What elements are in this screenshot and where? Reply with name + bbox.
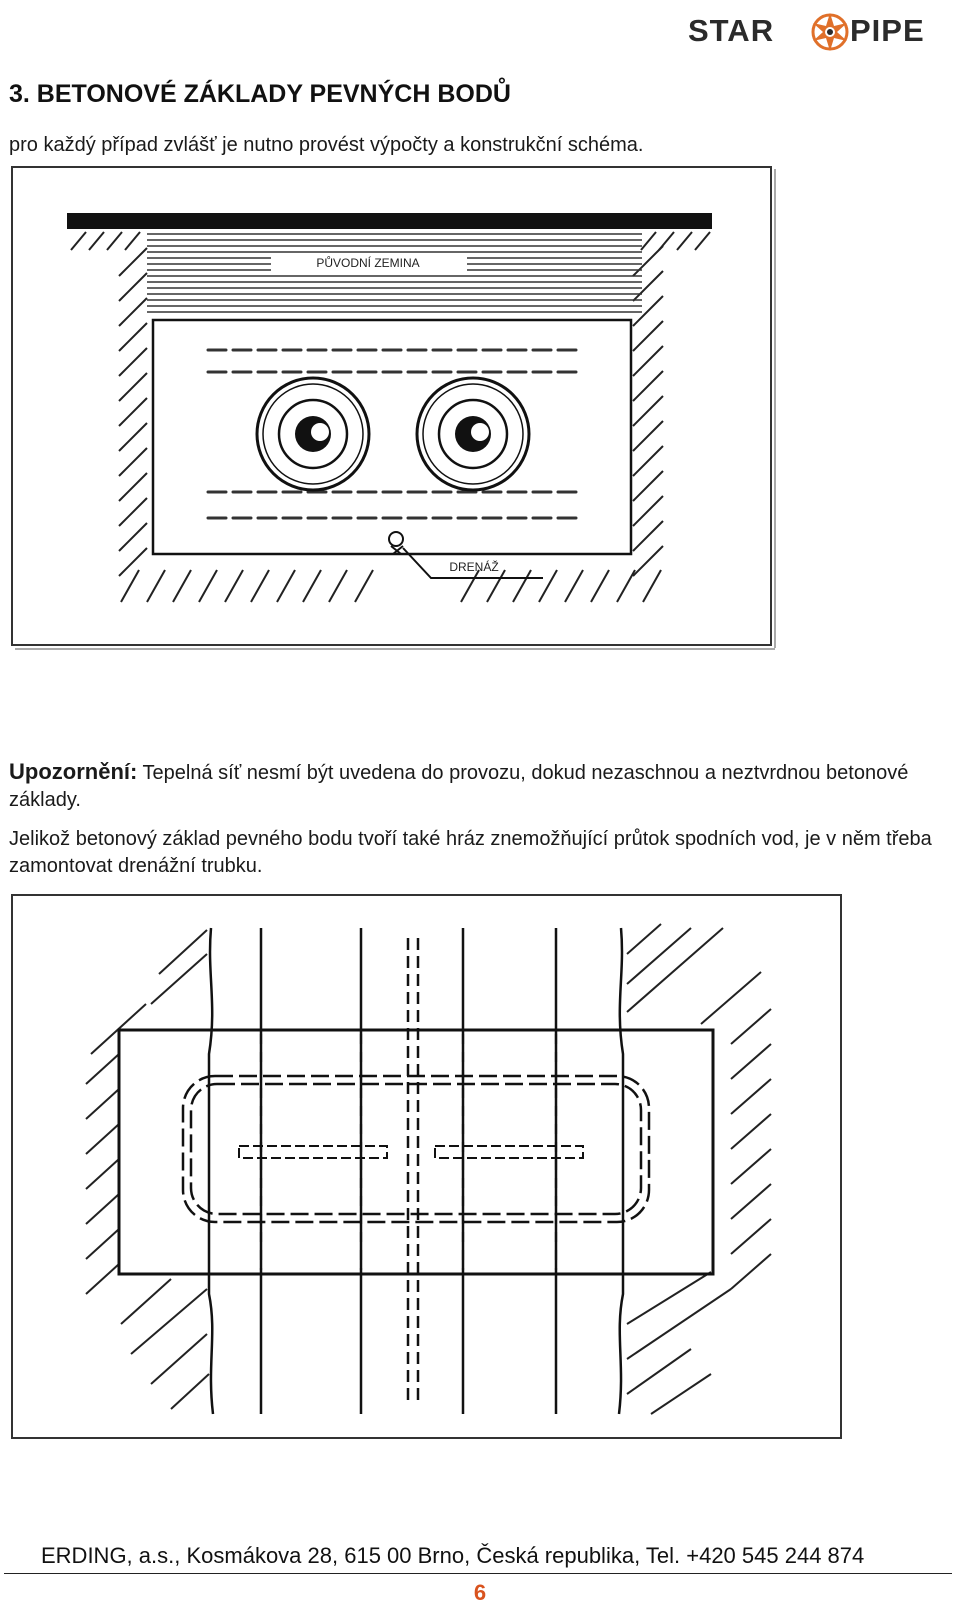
foundation-cross-section-figure: PŮVODNÍ ZEMINA DRENÁŽ (11, 166, 776, 650)
intro-text: pro každý případ zvlášť je nutno provést… (9, 134, 644, 156)
drainage-paragraph: Jelikož betonový základ pevného bodu tvo… (9, 828, 932, 877)
starpipe-logo: STAR PIPE (688, 8, 946, 54)
warning-label: Upozornění: (9, 759, 138, 784)
pipe-left (255, 376, 371, 492)
logo-text-right: PIPE (850, 13, 925, 48)
warning-paragraph: Upozornění: Tepelná síť nesmí být uveden… (9, 758, 959, 814)
pipe-right (415, 376, 531, 492)
drain-symbol (388, 531, 543, 579)
foundation-plan-view-figure (11, 894, 842, 1439)
footer-divider (4, 1573, 952, 1574)
section-heading: 3. BETONOVÉ ZÁKLADY PEVNÝCH BODŮ (9, 80, 511, 108)
logo-text-left: STAR (688, 13, 775, 48)
label-original-soil: PŮVODNÍ ZEMINA (316, 255, 419, 270)
footer-address: ERDING, a.s., Kosmákova 28, 615 00 Brno,… (41, 1543, 865, 1568)
star-emblem-icon (811, 13, 849, 51)
warning-text: Tepelná síť nesmí být uvedena do provozu… (9, 762, 909, 811)
page-number: 6 (473, 1580, 487, 1605)
label-drainage: DRENÁŽ (449, 559, 498, 574)
